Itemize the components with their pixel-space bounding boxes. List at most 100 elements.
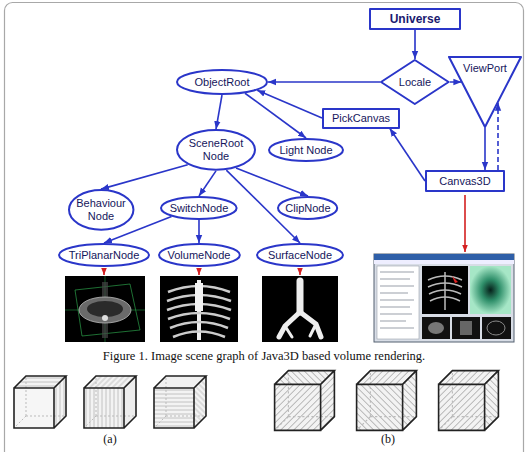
figure-frame — [5, 3, 524, 452]
image-pointer-arrow — [198, 268, 200, 275]
application-screenshot — [377, 266, 419, 339]
slicing-cube — [275, 371, 335, 431]
node-outline — [59, 244, 149, 266]
node-label: Behaviour Node — [76, 197, 126, 223]
node-label: TriPlanarNode — [69, 249, 140, 262]
decision-diamond: Locale — [380, 59, 450, 105]
application-screenshot — [374, 254, 514, 342]
application-screenshot — [422, 317, 450, 339]
volume-image — [173, 332, 225, 338]
slicing-cube — [84, 376, 136, 428]
node-outline — [426, 171, 504, 191]
slicing-cube — [357, 371, 417, 431]
node-outline — [370, 9, 460, 29]
surface-image — [310, 324, 316, 336]
node-outline — [159, 244, 240, 266]
node-outline — [69, 190, 133, 230]
slicing-cube — [154, 376, 206, 428]
surface-image — [297, 281, 304, 312]
slicing-cube — [357, 371, 417, 431]
slicing-cube — [124, 376, 136, 428]
node-label: VolumeNode — [167, 249, 230, 262]
image-pointer-arrow — [299, 268, 301, 275]
application-screenshot — [487, 321, 505, 335]
process-box: Canvas3D — [425, 170, 505, 192]
node-label: Canvas3D — [439, 175, 490, 188]
node-outline — [177, 70, 267, 94]
ellipse-node: SwitchNode — [160, 196, 238, 220]
ellipse-node: VolumeNode — [158, 243, 241, 267]
node-label: SceneRoot Node — [189, 137, 243, 163]
slicing-cube — [439, 371, 499, 431]
node-outline — [381, 60, 449, 104]
connector-arrow — [245, 93, 306, 138]
slicing-cube — [154, 376, 206, 428]
slicing-cube — [14, 376, 66, 428]
volume-image — [160, 276, 238, 342]
slicing-cube — [14, 371, 498, 431]
connector-arrow — [268, 81, 380, 83]
application-screenshot — [374, 260, 514, 264]
slicing-cube — [275, 371, 335, 431]
slicing-cube — [194, 376, 206, 428]
node-outline — [278, 197, 337, 219]
node-label: ClipNode — [285, 202, 330, 215]
ellipse-node: SceneRoot Node — [176, 129, 256, 171]
application-screenshot — [460, 321, 472, 335]
slicing-cube — [54, 376, 66, 428]
slicing-cube — [14, 376, 66, 428]
slicing-cube — [357, 371, 417, 431]
connector-arrow — [390, 129, 425, 182]
connector-arrow — [497, 103, 499, 170]
slicing-cube — [439, 371, 499, 431]
application-screenshot — [482, 317, 511, 339]
application-screenshot — [428, 322, 444, 334]
volume-image — [195, 283, 203, 311]
connector-arrow — [198, 220, 200, 243]
process-box: Universe — [369, 8, 461, 30]
image-pointer-arrow — [104, 195, 465, 275]
application-screenshot — [374, 254, 514, 260]
connector-arrow — [484, 128, 486, 170]
volume-image — [160, 276, 238, 342]
ellipse-node: ClipNode — [277, 196, 338, 220]
slicing-cube — [84, 376, 136, 428]
triplanar-image — [65, 276, 145, 342]
application-screenshot — [428, 272, 462, 310]
slicing-cube — [403, 371, 417, 431]
image-pointer-arrow — [103, 268, 105, 275]
slicing-cube — [84, 376, 136, 428]
slicing-cube — [439, 371, 499, 431]
triplanar-image — [102, 315, 108, 321]
surface-image — [279, 281, 321, 337]
application-screenshot — [444, 272, 446, 310]
node-outline — [323, 109, 399, 128]
subfigure-label: (a) — [103, 432, 116, 447]
connector-arrow — [216, 95, 222, 129]
surface-image — [285, 326, 292, 337]
slicing-cube — [485, 371, 499, 431]
triplanar-image — [65, 276, 145, 342]
ellipse-node: SurfaceNode — [256, 243, 344, 267]
surface-image — [262, 276, 338, 342]
ellipse-node: ObjectRoot — [176, 69, 268, 95]
slicing-cube — [321, 371, 335, 431]
node-label: ViewPort — [463, 62, 507, 75]
node-label: PickCanvas — [332, 112, 390, 125]
node-outline — [449, 57, 521, 127]
node-outline — [161, 197, 237, 219]
triangle-node: ViewPort — [448, 56, 522, 128]
application-screenshot — [452, 317, 480, 339]
surface-image — [262, 276, 338, 342]
node-label: SurfaceNode — [268, 249, 332, 262]
connector-arrow — [450, 81, 462, 83]
node-label: Light Node — [279, 144, 332, 157]
triplanar-image — [65, 276, 145, 342]
node-outline — [269, 139, 343, 161]
connector-arrow — [414, 30, 416, 59]
node-label: SwitchNode — [170, 202, 229, 215]
application-screenshot — [452, 276, 458, 283]
